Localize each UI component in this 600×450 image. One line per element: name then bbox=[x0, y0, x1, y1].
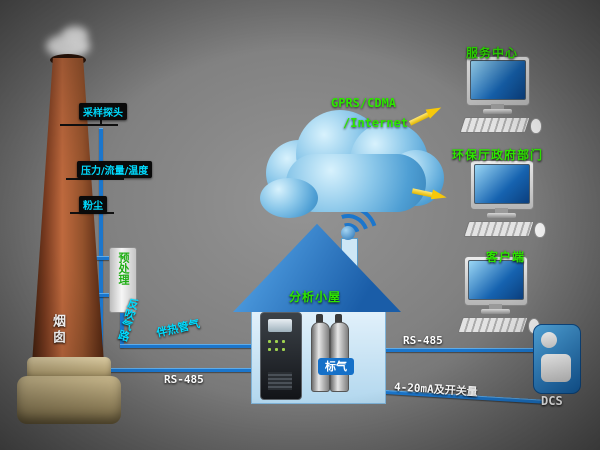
pipe-stub-upper bbox=[95, 256, 111, 260]
sensor-tag-dust: 粉尘 bbox=[79, 196, 107, 213]
probe-line-stub bbox=[100, 116, 102, 125]
heated-line-label: 伴热管气 bbox=[155, 317, 202, 340]
internet-cloud bbox=[260, 92, 448, 222]
computer-service-center bbox=[459, 56, 542, 136]
sensor-tag-probe: 采样探头 bbox=[79, 103, 127, 120]
pft-line bbox=[66, 178, 124, 180]
monitor-base bbox=[483, 109, 512, 114]
monitor-screen bbox=[470, 60, 526, 100]
pipe-rs485-right bbox=[385, 348, 535, 352]
cylinder-valve bbox=[316, 314, 323, 324]
gas-cylinder-2 bbox=[330, 322, 349, 392]
dust-line bbox=[70, 212, 114, 214]
monitor-stand bbox=[491, 104, 504, 110]
probe-line bbox=[60, 124, 118, 126]
pipe-rs485-left bbox=[99, 368, 257, 372]
monitor-screen bbox=[468, 260, 524, 300]
cloud-puff-small bbox=[260, 178, 318, 218]
monitor-screen bbox=[474, 164, 530, 204]
pretreatment-unit bbox=[109, 247, 137, 313]
analyzer-led bbox=[275, 340, 278, 343]
keyboard bbox=[463, 221, 535, 237]
monitor-stand bbox=[489, 304, 502, 310]
epa-label: 环保厅政府部门 bbox=[452, 148, 544, 162]
pipe-stub-lower bbox=[95, 293, 111, 297]
standard-gas-label: 标气 bbox=[318, 358, 354, 375]
analyzer-led bbox=[282, 348, 285, 351]
cloud-label-line2: /Internet bbox=[343, 116, 409, 130]
computer-client bbox=[457, 256, 540, 336]
dcs-knob bbox=[541, 332, 557, 348]
monitor-base bbox=[487, 213, 516, 218]
monitor-stand bbox=[495, 208, 508, 214]
analyzer-led bbox=[282, 340, 285, 343]
antenna-ball bbox=[341, 226, 355, 240]
dcs-panel bbox=[541, 354, 571, 382]
computer-epa bbox=[463, 160, 546, 240]
analyzer-led bbox=[268, 348, 271, 351]
cloud-label-line1: GPRS/CDMA bbox=[331, 96, 397, 110]
mouse bbox=[534, 222, 546, 238]
chimney-label: 烟囱 bbox=[50, 314, 65, 346]
pipe-main-vertical bbox=[99, 128, 103, 372]
analysis-house-label: 分析小屋 bbox=[289, 290, 342, 304]
dcs-label: DCS bbox=[541, 394, 563, 408]
mouse bbox=[530, 118, 542, 134]
smoke-puff-small bbox=[62, 26, 88, 44]
gas-cylinder-1 bbox=[311, 322, 330, 392]
cylinder-valve bbox=[335, 314, 342, 324]
monitor-base bbox=[481, 309, 510, 314]
service-center-label: 服务中心 bbox=[466, 46, 519, 60]
pipe-sample-vertical bbox=[120, 309, 124, 347]
rs485-left-label: RS-485 bbox=[164, 373, 204, 386]
sensor-tag-pressure-flow-temp: 压力/流量/温度 bbox=[77, 161, 153, 178]
client-label: 客户端 bbox=[486, 250, 526, 264]
pretreatment-label: 预处理 bbox=[117, 252, 130, 285]
analyzer-vent bbox=[268, 372, 292, 390]
pipe-heated-sample bbox=[120, 344, 257, 348]
keyboard bbox=[457, 317, 529, 333]
rs485-right-label: RS-485 bbox=[403, 334, 443, 347]
analog-line-label: 4-20mA及开关量 bbox=[393, 380, 479, 399]
chimney-base-lower bbox=[17, 376, 121, 424]
analyzer-led bbox=[268, 340, 271, 343]
analyzer-led bbox=[275, 348, 278, 351]
analyzer-screen bbox=[268, 319, 292, 332]
keyboard bbox=[459, 117, 531, 133]
